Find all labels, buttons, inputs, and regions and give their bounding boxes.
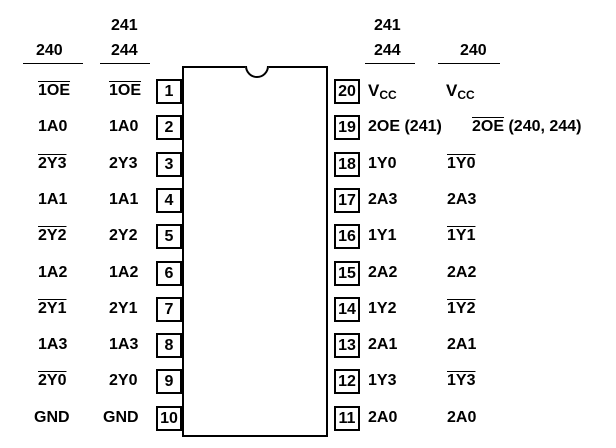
vcc-label: V xyxy=(446,81,458,100)
right-pin-label-241-244: 1Y1 xyxy=(368,227,397,244)
left-pin-label-241-244: 1A2 xyxy=(109,264,139,281)
right-pin-label-241: 2OE (241) xyxy=(368,118,442,135)
header-244-right: 244 xyxy=(374,42,401,59)
left-pin-number: 3 xyxy=(156,152,182,177)
right-pin-label-240: 2A2 xyxy=(447,264,477,281)
right-pin-number: 12 xyxy=(334,369,360,394)
left-pin-label-241-244: 1A3 xyxy=(109,336,139,353)
vcc-subscript: CC xyxy=(457,88,475,102)
right-pin-label-240: 1Y0 xyxy=(447,155,476,172)
right-pin-label-241-244: 2A1 xyxy=(368,336,398,353)
left-pin-number: 10 xyxy=(156,406,182,431)
left-pin-label-240: 1A0 xyxy=(38,118,68,135)
right-pin-number: 14 xyxy=(334,297,360,322)
left-pin-label-240: 2Y1 xyxy=(38,300,67,317)
left-pin-label-240: 2Y3 xyxy=(38,155,67,172)
header-underline-244-right xyxy=(365,63,415,64)
right-pin-label-241-244: 2A2 xyxy=(368,264,398,281)
left-pin-label-240: 1A2 xyxy=(38,264,68,281)
header-241-right: 241 xyxy=(374,17,401,34)
left-pin-number: 6 xyxy=(156,261,182,286)
oe-device-list: (240, 244) xyxy=(504,118,582,135)
right-pin-label-241-244: 2A0 xyxy=(368,409,398,426)
left-pin-label-241-244: 2Y1 xyxy=(109,300,138,317)
left-pin-label-240: 1A1 xyxy=(38,191,68,208)
header-underline-240-left xyxy=(23,63,83,64)
right-pin-label-240-244: 2OE (240, 244) xyxy=(472,118,581,136)
ic-package-body xyxy=(182,66,328,437)
left-pin-label-241-244: 2Y2 xyxy=(109,227,138,244)
left-pin-number: 8 xyxy=(156,333,182,358)
left-pin-label-240: GND xyxy=(34,409,70,426)
right-pin-label-241-244: 2A3 xyxy=(368,191,398,208)
left-pin-label-240: 2Y2 xyxy=(38,227,67,244)
header-underline-244-left xyxy=(100,63,150,64)
left-pin-label-240: 1OE xyxy=(38,82,71,99)
right-pin-label-241-244: VCC xyxy=(368,82,397,104)
vcc-subscript: CC xyxy=(379,88,397,102)
left-pin-number: 7 xyxy=(156,297,182,322)
left-pin-label-241-244: 1A0 xyxy=(109,118,139,135)
oe-bar-label: 2OE xyxy=(472,118,505,135)
left-pin-label-241-244: 1A1 xyxy=(109,191,139,208)
left-pin-label-241-244: 2Y3 xyxy=(109,155,138,172)
left-pin-label-241-244: 2Y0 xyxy=(109,372,138,389)
right-pin-number: 15 xyxy=(334,261,360,286)
header-240-left: 240 xyxy=(36,42,63,59)
right-pin-label-241-244: 1Y2 xyxy=(368,300,397,317)
header-underline-240-right xyxy=(438,63,500,64)
right-pin-label-240: 1Y3 xyxy=(447,372,476,389)
right-pin-number: 17 xyxy=(334,188,360,213)
left-pin-label-241-244: GND xyxy=(103,409,139,426)
left-pin-number: 2 xyxy=(156,115,182,140)
right-pin-label-240: 1Y1 xyxy=(447,227,476,244)
left-pin-number: 5 xyxy=(156,224,182,249)
left-pin-number: 1 xyxy=(156,79,182,104)
pin1-notch-icon xyxy=(245,60,269,78)
right-pin-number: 18 xyxy=(334,152,360,177)
right-pin-label-241-244: 1Y0 xyxy=(368,155,397,172)
left-pin-number: 4 xyxy=(156,188,182,213)
right-pin-label-240: 1Y2 xyxy=(447,300,476,317)
left-pin-label-240: 1A3 xyxy=(38,336,68,353)
left-pin-label-241-244: 1OE xyxy=(109,82,142,99)
right-pin-label-240: 2A1 xyxy=(447,336,477,353)
header-241-left: 241 xyxy=(111,17,138,34)
right-pin-number: 11 xyxy=(334,406,360,431)
header-244-left: 244 xyxy=(111,42,138,59)
right-pin-number: 16 xyxy=(334,224,360,249)
right-pin-number: 13 xyxy=(334,333,360,358)
right-pin-label-240: VCC xyxy=(446,82,475,104)
right-pin-number: 19 xyxy=(334,115,360,140)
header-240-right: 240 xyxy=(460,42,487,59)
vcc-label: V xyxy=(368,81,380,100)
right-pin-number: 20 xyxy=(334,79,360,104)
right-pin-label-240: 2A0 xyxy=(447,409,477,426)
left-pin-label-240: 2Y0 xyxy=(38,372,67,389)
right-pin-label-240: 2A3 xyxy=(447,191,477,208)
left-pin-number: 9 xyxy=(156,369,182,394)
right-pin-label-241-244: 1Y3 xyxy=(368,372,397,389)
